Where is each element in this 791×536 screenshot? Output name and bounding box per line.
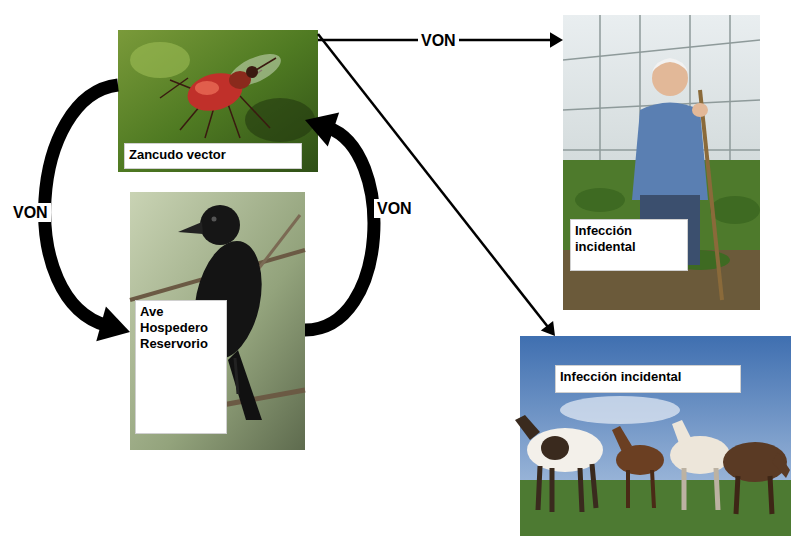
photo-caption: Infección incidental [570, 219, 688, 271]
photo-panel: Infección incidental [563, 15, 760, 310]
edge-label: VON [418, 31, 459, 50]
arrowhead [305, 112, 339, 146]
gardener-photo [563, 15, 760, 310]
crow-photo [130, 192, 305, 450]
photo-caption: Zancudo vector [124, 143, 302, 169]
curved-arrow [305, 112, 374, 330]
arrowhead [96, 307, 130, 342]
photo-panel: Zancudo vector [118, 30, 318, 172]
photo-caption: Ave Hospedero Reservorio [135, 300, 227, 434]
connector-stroke [305, 128, 374, 330]
horse-figures [515, 415, 790, 514]
photo-panel: Infección incidental [520, 336, 791, 536]
edge-label: VON [374, 199, 415, 218]
arrow-line [318, 34, 555, 336]
photo-caption: Infección incidental [555, 365, 741, 393]
connector-stroke [318, 34, 549, 328]
connector-stroke [45, 85, 118, 326]
arrowhead [541, 321, 555, 336]
arrowhead [550, 32, 563, 48]
curved-arrow [45, 85, 130, 341]
mosquito-photo [118, 30, 318, 172]
photo-panel: Ave Hospedero Reservorio [130, 192, 305, 450]
horses-photo [515, 336, 791, 536]
edge-label: VON [10, 203, 51, 222]
